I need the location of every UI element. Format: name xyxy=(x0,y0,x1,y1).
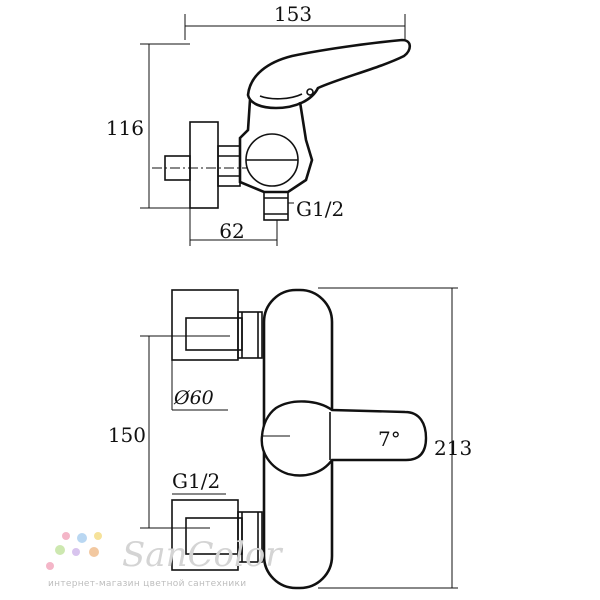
top-view: 153 116 62 xyxy=(106,2,412,246)
lower-nut xyxy=(237,511,263,563)
watermark: SanColor интернет-магазин цветной сантех… xyxy=(46,532,283,589)
dimension-153-label: 153 xyxy=(274,2,312,26)
thread-label-top: G1/2 xyxy=(296,197,344,221)
lever-top xyxy=(246,38,412,110)
watermark-dot xyxy=(72,548,80,556)
lower-connection: G1/2 xyxy=(171,469,263,571)
nut-top xyxy=(217,145,241,187)
angle-label: 7° xyxy=(378,427,401,451)
watermark-dot xyxy=(89,547,99,557)
flange-top xyxy=(189,121,219,209)
watermark-dot xyxy=(62,532,70,540)
dimension-offset-top: 62 xyxy=(189,208,278,246)
dimension-62-label: 62 xyxy=(219,219,244,243)
watermark-dot xyxy=(46,562,54,570)
watermark-subtitle: интернет-магазин цветной сантехники xyxy=(48,579,246,589)
upper-nut xyxy=(237,311,263,359)
dimension-213-label: 213 xyxy=(434,436,472,460)
front-view: 213 150 Ø60 G xyxy=(108,287,472,590)
dimension-diameter-front: Ø60 xyxy=(171,360,228,411)
thread-label-front: G1/2 xyxy=(172,469,220,493)
dimension-150-label: 150 xyxy=(108,423,146,447)
dimension-spacing-front: 150 xyxy=(108,335,230,529)
watermark-dot xyxy=(77,533,87,543)
dimension-diameter-label: Ø60 xyxy=(173,387,214,409)
lever-front xyxy=(260,400,428,477)
watermark-brand: SanColor xyxy=(122,535,283,575)
watermark-dot xyxy=(55,545,65,555)
watermark-dot xyxy=(94,532,102,540)
dimension-height-top: 116 xyxy=(106,43,190,209)
outlet-top xyxy=(263,191,289,221)
upper-connection xyxy=(171,289,263,361)
dimension-width-top: 153 xyxy=(184,2,406,40)
dimension-116-label: 116 xyxy=(106,116,144,140)
dimension-height-front: 213 xyxy=(318,287,472,589)
